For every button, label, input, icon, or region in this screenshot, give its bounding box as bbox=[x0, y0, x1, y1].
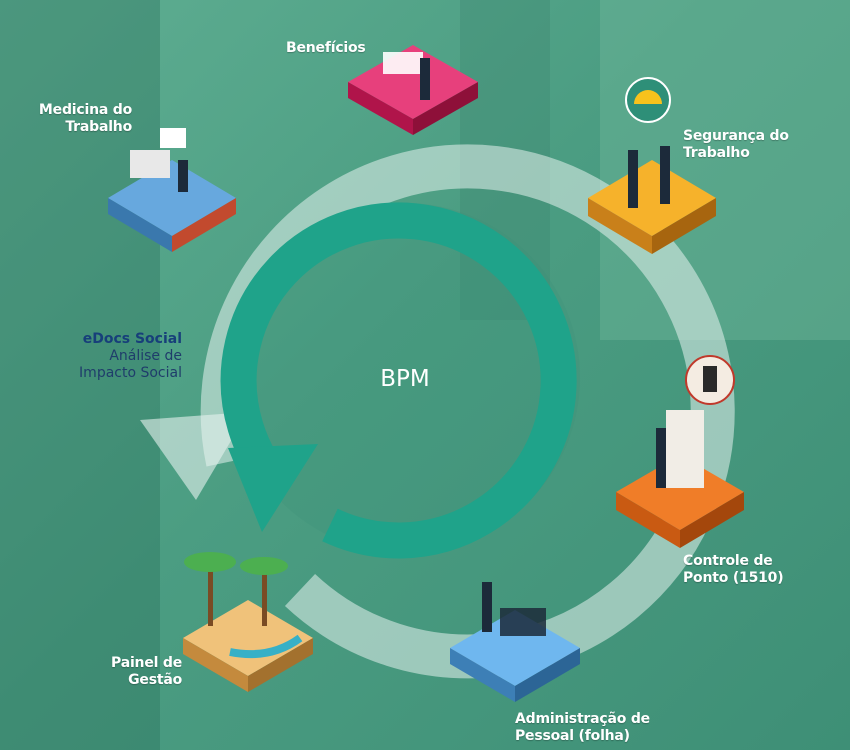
node-painel bbox=[183, 552, 313, 692]
edocs-note: eDocs Social Análise de Impacto Social bbox=[40, 331, 182, 382]
label-line2: Ponto (1510) bbox=[683, 570, 784, 586]
background-wall bbox=[0, 0, 160, 750]
label-line1: Painel de bbox=[111, 655, 182, 671]
label-line1: Benefícios bbox=[286, 40, 366, 56]
node-label-painel: Painel de Gestão bbox=[40, 655, 182, 689]
node-seguranca bbox=[588, 77, 716, 254]
node-label-seguranca: Segurança do Trabalho bbox=[683, 128, 789, 162]
node-label-administracao: Administração de Pessoal (folha) bbox=[515, 711, 650, 745]
label-line1: Segurança do bbox=[683, 128, 789, 144]
cycle-arrow bbox=[220, 202, 580, 559]
edocs-line2: Impacto Social bbox=[79, 365, 182, 381]
label-line1: Administração de bbox=[515, 711, 650, 727]
edocs-title: eDocs Social bbox=[82, 331, 182, 347]
node-medicina bbox=[108, 128, 236, 252]
label-line1: Medicina do bbox=[38, 102, 132, 118]
center-label: BPM bbox=[380, 366, 430, 392]
node-label-ponto: Controle de Ponto (1510) bbox=[683, 553, 784, 587]
label-line1: Controle de bbox=[683, 553, 773, 569]
label-line2: Trabalho bbox=[65, 119, 132, 135]
node-administracao bbox=[450, 582, 580, 702]
node-ponto bbox=[616, 355, 744, 548]
node-label-beneficios: Benefícios bbox=[286, 40, 366, 57]
label-line2: Trabalho bbox=[683, 145, 750, 161]
node-beneficios bbox=[348, 45, 478, 135]
label-line2: Gestão bbox=[128, 672, 182, 688]
label-line2: Pessoal (folha) bbox=[515, 728, 630, 744]
edocs-line1: Análise de bbox=[109, 348, 182, 364]
node-label-medicina: Medicina do Trabalho bbox=[10, 102, 132, 136]
